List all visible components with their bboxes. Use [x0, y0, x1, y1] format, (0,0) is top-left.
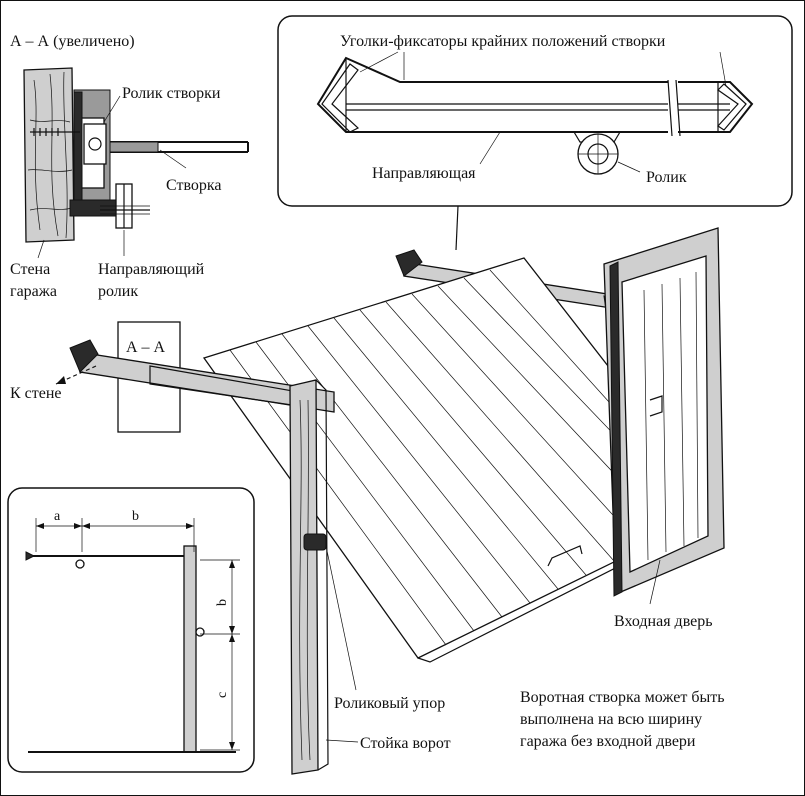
- leaf-roller: [83, 123, 107, 165]
- dimension-frame: [7, 487, 255, 773]
- label-wall-2: гаража: [10, 283, 57, 300]
- label-guide-roller-2: ролик: [98, 283, 138, 300]
- roller-stop: [303, 533, 327, 551]
- label-roller-stop: Роликовый упор: [334, 695, 445, 712]
- door-handle: [547, 545, 583, 567]
- dim-a: a: [54, 509, 61, 524]
- wall-section: [23, 67, 75, 243]
- dimension-box: a b b c: [7, 487, 255, 773]
- label-leaf: Створка: [166, 177, 222, 194]
- label-wall-1: Стена: [10, 261, 50, 278]
- label-entry-door: Входная дверь: [614, 613, 713, 630]
- gate-post: [289, 379, 319, 775]
- note-line-1: Воротная створка может быть: [520, 689, 725, 706]
- label-roller-detail: Ролик: [646, 169, 687, 186]
- label-guide: Направляющая: [372, 165, 476, 182]
- section-view: А – А (увеличено) Ролик створки Створка …: [10, 33, 249, 300]
- screw: [30, 128, 80, 136]
- guide-rail-detail: [316, 56, 754, 133]
- detail-frame: [277, 15, 793, 207]
- dim-c: c: [215, 692, 230, 698]
- main-view: А – А К стене Роликовый упор Стойка воро…: [10, 227, 725, 775]
- section-view-title: А – А (увеличено): [10, 33, 135, 50]
- label-to-wall: К стене: [10, 385, 62, 402]
- dim-door: [183, 545, 197, 753]
- guide-detail-box: Уголки-фиксаторы крайних положений створ…: [277, 15, 793, 251]
- section-marker-label: А – А: [126, 339, 166, 356]
- dim-b-vertical: b: [215, 599, 230, 606]
- dim-b-horizontal: b: [132, 509, 139, 524]
- label-post: Стойка ворот: [360, 735, 451, 752]
- note-line-3: гаража без входной двери: [520, 733, 696, 750]
- label-guide-roller-1: Направляющий: [98, 261, 205, 278]
- note-line-2: выполнена на всю ширину: [520, 711, 702, 728]
- label-corner-stops: Уголки-фиксаторы крайних положений створ…: [340, 33, 666, 50]
- label-leaf-roller: Ролик створки: [122, 85, 221, 102]
